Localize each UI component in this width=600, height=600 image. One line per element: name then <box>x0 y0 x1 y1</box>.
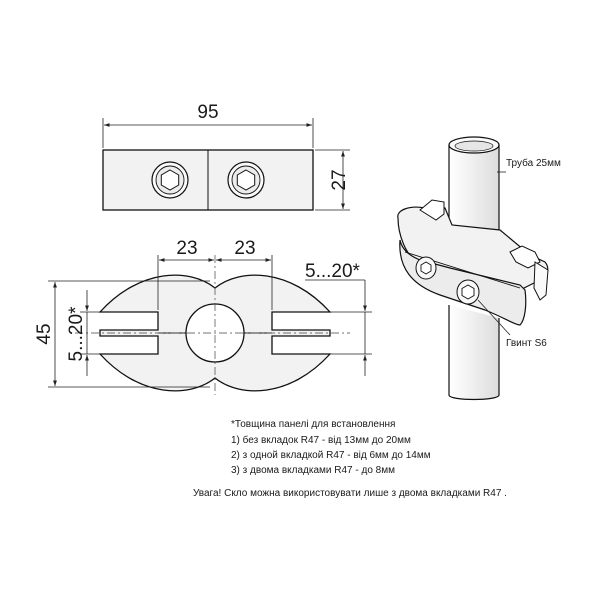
dim-left-center-value: 23 <box>176 238 197 259</box>
screw-label: Гвинт S6 <box>506 338 547 349</box>
leader-screw <box>477 299 511 336</box>
socket-screw-icon <box>151 161 189 199</box>
front-view: 23 23 45 5...20* 5...20* <box>34 238 372 395</box>
dim-height-value: 27 <box>329 169 350 190</box>
dim-right-panel-value: 5...20* <box>305 261 361 282</box>
tube-lower <box>448 305 500 401</box>
socket-screw-icon <box>227 161 265 199</box>
warning-text: Увага! Скло можна використовувати лише з… <box>193 488 507 499</box>
slot-edge-right <box>533 261 549 301</box>
tube-inner <box>454 140 494 152</box>
dim-left-panel-value: 5...20* <box>66 306 87 362</box>
isometric-view: Труба 25мм Гвинт S6 <box>397 136 561 401</box>
notes-line-2: 2) з одной вкладкой R47 - від 6мм до 14м… <box>231 450 431 461</box>
slot-top-left <box>419 199 445 221</box>
tube-label: Труба 25мм <box>506 157 561 169</box>
notes-line-1: 1) без вкладок R47 - від 13мм до 20мм <box>231 434 411 446</box>
top-view: 95 27 <box>102 102 350 211</box>
notes-block: *Товщина панелі для встановлення 1) без … <box>193 419 507 499</box>
notes-line-3: 3) з двома вкладками R47 - до 8мм <box>231 465 395 476</box>
socket-screw-icon <box>415 256 437 280</box>
notes-title: *Товщина панелі для встановлення <box>231 419 395 430</box>
dim-overall-height-value: 45 <box>34 323 55 344</box>
slot-top-right <box>509 245 541 269</box>
dim-right-center-value: 23 <box>234 238 255 259</box>
dim-width-value: 95 <box>197 102 218 123</box>
socket-screw-icon <box>456 279 480 305</box>
